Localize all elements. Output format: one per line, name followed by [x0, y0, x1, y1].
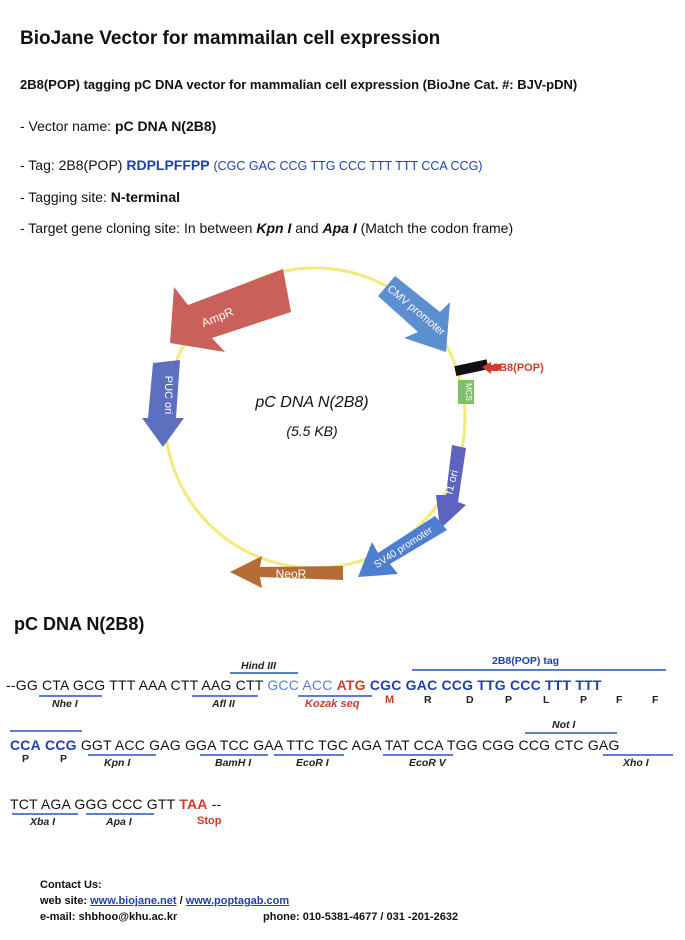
poptagab-link[interactable]: www.poptagab.com: [185, 895, 290, 907]
aa-p3: P: [22, 753, 30, 765]
map-center-name: pC DNA N(2B8): [254, 394, 368, 411]
aa-p4: P: [60, 753, 68, 765]
aa-f1: F: [616, 694, 623, 706]
nhe1-label: Nhe I: [52, 698, 78, 710]
neor-label: NeoR: [276, 567, 307, 581]
cmv-arrow: [378, 276, 450, 352]
puc-ori-arrow: [142, 360, 184, 447]
page-subtitle: 2B8(POP) tagging pC DNA vector for mamma…: [20, 77, 578, 92]
hind3-label: Hind III: [241, 660, 276, 672]
sequence-title: pC DNA N(2B8): [14, 614, 145, 634]
sv40-label: SV40 promoter: [372, 525, 435, 571]
contact-email: e-mail: shbhoo@khu.ac.kr: [40, 911, 178, 923]
biojane-link[interactable]: www.biojane.net: [90, 895, 177, 907]
contact-phone: phone: 010-5381-4677 / 031 -201-2632: [263, 911, 459, 923]
apa1-bar: [86, 813, 154, 815]
kozak-label: Kozak seq: [305, 698, 360, 710]
cloning-kpn: Kpn I: [256, 220, 292, 236]
nhe1-bar: [39, 695, 102, 697]
contact-heading: Contact Us:: [40, 879, 102, 891]
vector-name-label: - Vector name:: [20, 118, 115, 134]
ecor5-label: EcoR V: [409, 757, 446, 769]
tag-label: 2B8(POP): [493, 362, 544, 374]
bamh1-bar: [200, 754, 268, 756]
apa1-label: Apa I: [106, 816, 132, 828]
tagging-site-line: - Tagging site: N-terminal: [20, 189, 180, 205]
sequence-row-3: TCT AGA GGG CCC GTT TAA --: [10, 796, 222, 812]
f1-ori-arrow: [436, 445, 466, 529]
ampr-arrow: [170, 269, 291, 352]
hind3-bar: [230, 672, 298, 674]
page-title: BioJane Vector for mammailan cell expres…: [20, 28, 441, 49]
cloning-site-line: - Target gene cloning site: In between K…: [20, 220, 513, 236]
xho1-label: Xho I: [623, 757, 649, 769]
tag-codons: (CGC GAC CCG TTG CCC TTT TTT CCA CCG): [213, 159, 483, 173]
puc-ori-label: PUC ori: [162, 376, 174, 415]
neor-arrow: [230, 556, 343, 588]
aa-f2: F: [652, 694, 659, 706]
cloning-prefix: - Target gene cloning site: In between: [20, 220, 257, 236]
bamh1-label: BamH I: [215, 757, 252, 769]
cloning-apa: Apa I: [322, 220, 357, 236]
tag-seq-label: 2B8(POP) tag: [492, 655, 560, 667]
cloning-and: and: [291, 220, 323, 236]
sequence-row-2: CCA CCG GGT ACC GAG GGA TCC GAA TTC TGC …: [10, 737, 620, 753]
tag-peptide: RDPLPFFPP: [126, 157, 210, 173]
cloning-suffix: (Match the codon frame): [356, 220, 514, 236]
mcs-block: [458, 380, 474, 404]
aa-d: D: [466, 694, 474, 706]
afl2-label: Afl II: [212, 698, 235, 710]
vector-name-line: - Vector name: pC DNA N(2B8): [20, 118, 216, 134]
tag-bar: [412, 669, 666, 671]
kpn1-label: Kpn I: [104, 757, 131, 769]
aa-r: R: [424, 694, 432, 706]
aa-p1: P: [505, 694, 513, 706]
plasmid-map: AmpR CMV promoter 2B8(POP) MCS PUC ori f…: [142, 266, 544, 588]
tag-line: - Tag: 2B8(POP) RDPLPFFPP (CGC GAC CCG T…: [20, 157, 482, 173]
map-center-size: (5.5 KB): [286, 423, 337, 439]
contact-web-line: web site: www.biojane.net / www.poptagab…: [40, 895, 289, 907]
kozak-bar: [298, 695, 372, 697]
tag-block: [454, 359, 489, 377]
tag-label: - Tag: 2B8(POP): [20, 157, 127, 173]
sequence-row-1: --GG CTA GCG TTT AAA CTT AAG CTT GCC ACC…: [6, 677, 602, 693]
contact-web-separator: /: [176, 895, 186, 907]
tag-pointer-arrow: [482, 362, 500, 374]
ecor1-label: EcoR I: [296, 757, 329, 769]
vector-name-value: pC DNA N(2B8): [114, 118, 217, 134]
ecor1-bar: [274, 754, 344, 756]
xho1-bar: [603, 754, 673, 756]
afl2-bar: [192, 695, 258, 697]
aa-p2: P: [580, 694, 588, 706]
xba1-label: Xba I: [30, 816, 56, 828]
not1-label: Not I: [552, 719, 576, 731]
tagging-site-value: N-terminal: [110, 189, 181, 205]
contact-web-label: web site:: [40, 895, 91, 907]
mcs-label: MCS: [464, 383, 473, 401]
tagging-site-label: - Tagging site:: [20, 189, 111, 205]
aa-m: M: [385, 694, 395, 706]
ecor5-bar: [383, 754, 453, 756]
not1-bar: [525, 732, 617, 734]
kpn1-bar: [88, 754, 156, 756]
sv40-arrow: [358, 516, 447, 577]
xba1-bar: [12, 813, 78, 815]
stop-label: Stop: [197, 815, 222, 827]
tag-continue-bar: [10, 730, 82, 732]
aa-l: L: [543, 694, 550, 706]
